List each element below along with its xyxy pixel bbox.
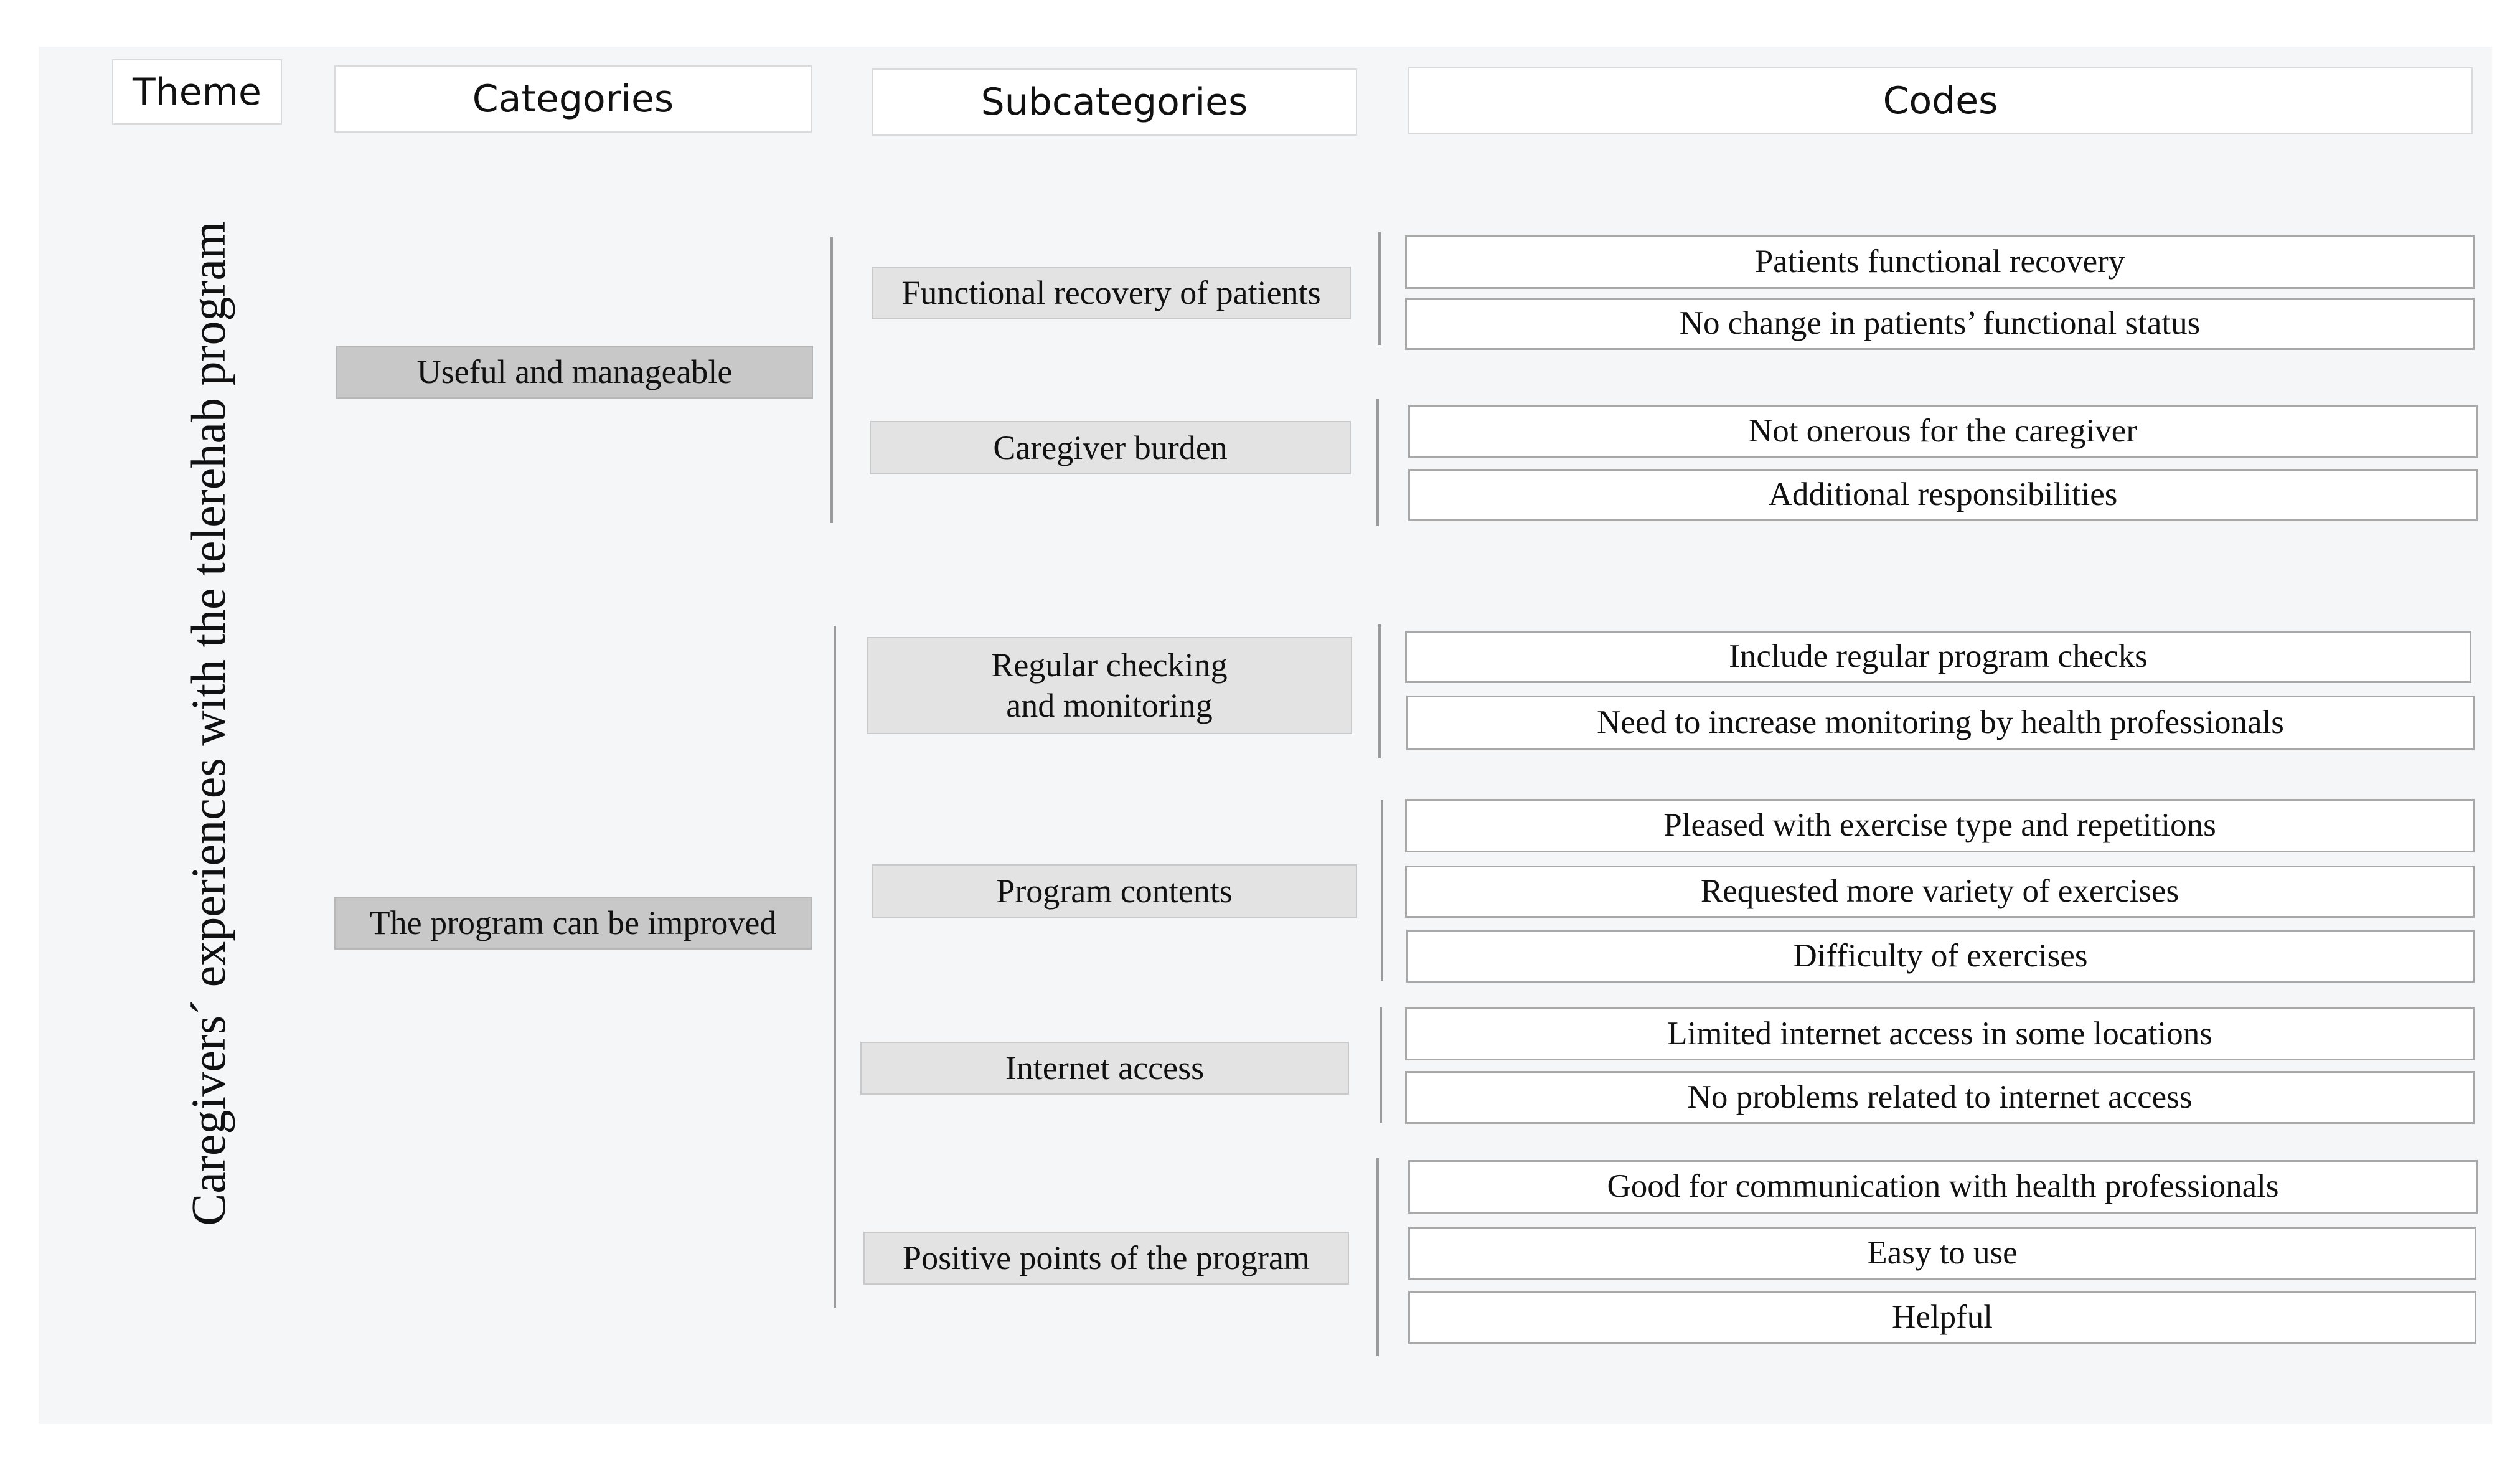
category-useful-manageable: Useful and manageable (336, 346, 813, 399)
code-include-regular-checks: Include regular program checks (1405, 631, 2471, 683)
code-good-communication: Good for communication with health profe… (1408, 1160, 2478, 1214)
header-categories: Categories (334, 65, 812, 133)
subcategory-functional-recovery: Functional recovery of patients (872, 267, 1351, 319)
bracket-sub-program-contents (1381, 800, 1383, 981)
header-subcategories: Subcategories (872, 68, 1357, 136)
bracket-sub-internet-access (1380, 1007, 1382, 1123)
subcategory-caregiver-burden: Caregiver burden (870, 421, 1351, 474)
code-pleased-exercise-type: Pleased with exercise type and repetitio… (1405, 799, 2475, 852)
code-no-change-functional-status: No change in patients’ functional status (1405, 298, 2475, 350)
code-easy-to-use: Easy to use (1408, 1227, 2476, 1280)
bracket-sub-caregiver-burden (1376, 399, 1379, 526)
code-increase-monitoring: Need to increase monitoring by health pr… (1406, 696, 2475, 750)
code-more-variety: Requested more variety of exercises (1405, 866, 2475, 918)
header-theme: Theme (112, 59, 282, 125)
bracket-category-improved (834, 626, 836, 1308)
code-difficulty-exercises: Difficulty of exercises (1406, 930, 2475, 983)
code-patients-functional-recovery: Patients functional recovery (1405, 235, 2475, 289)
subcategory-regular-checking: Regular checking and monitoring (867, 637, 1352, 734)
bracket-category-useful (830, 237, 833, 523)
subcategory-positive-points: Positive points of the program (863, 1232, 1349, 1285)
theme-label: Caregivers´ experiences with the telereh… (181, 221, 235, 1226)
header-codes: Codes (1408, 67, 2473, 134)
category-program-improved: The program can be improved (334, 897, 812, 950)
bracket-sub-functional-recovery (1378, 232, 1381, 345)
subcategory-program-contents: Program contents (872, 864, 1357, 918)
code-limited-internet: Limited internet access in some location… (1405, 1007, 2475, 1060)
code-helpful: Helpful (1408, 1291, 2476, 1344)
code-additional-responsibilities: Additional responsibilities (1408, 469, 2478, 521)
bracket-sub-regular-checking (1378, 624, 1381, 758)
bracket-sub-positive-points (1376, 1158, 1379, 1356)
code-no-internet-problems: No problems related to internet access (1405, 1071, 2475, 1124)
subcategory-internet-access: Internet access (860, 1042, 1349, 1095)
code-not-onerous: Not onerous for the caregiver (1408, 405, 2478, 458)
